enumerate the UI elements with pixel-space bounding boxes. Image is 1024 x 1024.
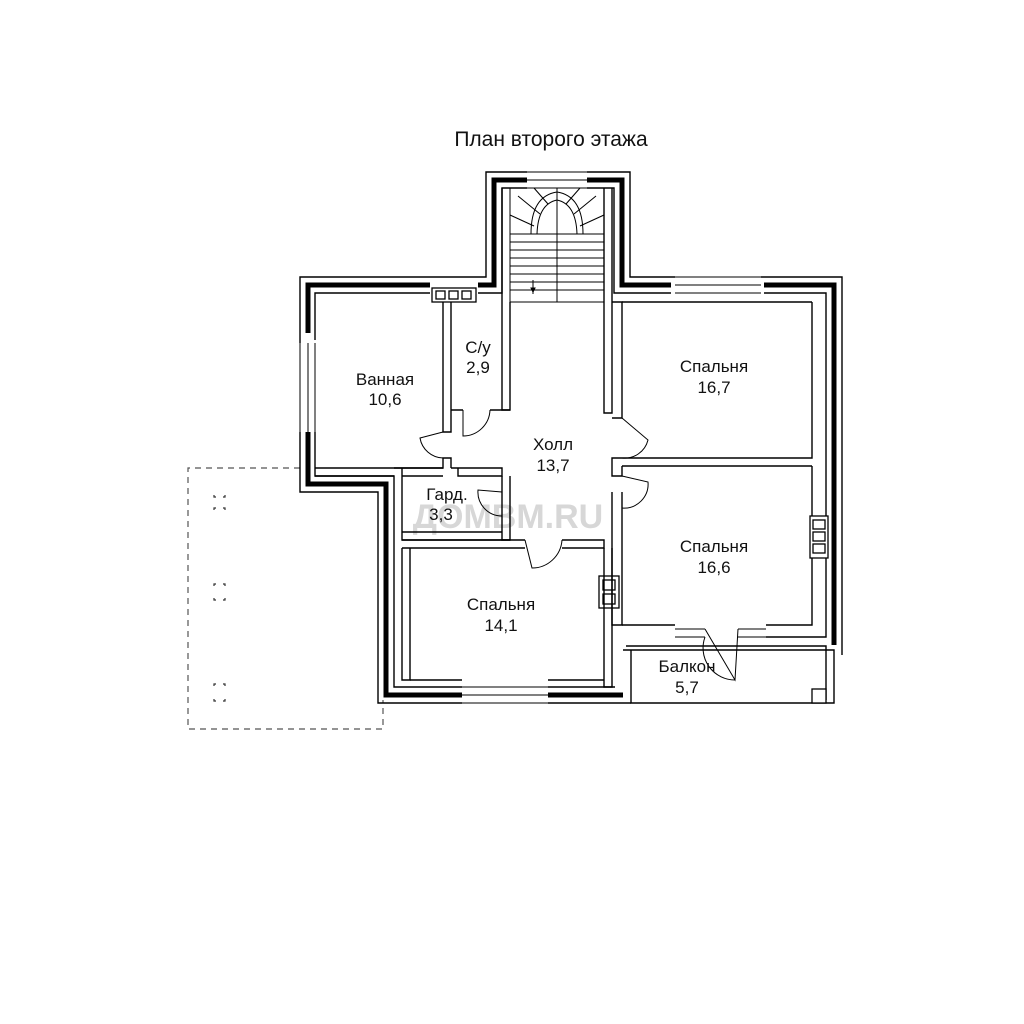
wall-bedroom2 <box>611 457 623 477</box>
vent-duct-right <box>809 515 829 559</box>
room-name: Балкон <box>658 657 715 676</box>
door-bathroom <box>419 431 444 459</box>
wall-bedroom3-top <box>402 539 605 549</box>
balcony-rail-inner <box>626 645 827 700</box>
plan-title: План второго этажа <box>454 128 648 151</box>
staircase <box>509 187 605 303</box>
room-name: Ванная <box>356 370 414 389</box>
wall-bedroom3-right <box>603 548 613 688</box>
door-bedroom1 <box>621 417 649 459</box>
wall-stair-right <box>603 188 613 414</box>
wall-toilet-right <box>501 302 511 411</box>
wall-bath-bottom-2 <box>394 457 452 469</box>
window-balcony-left <box>675 628 705 638</box>
room-name: Холл <box>533 435 573 454</box>
inner-wall-line <box>305 177 837 698</box>
column-marker <box>213 683 226 702</box>
outer-wall-line <box>299 171 843 704</box>
vent-duct-top <box>431 287 477 303</box>
room-area: 3,3 <box>429 505 453 524</box>
balcony-rail <box>623 649 835 704</box>
room-name: Спальня <box>467 595 535 614</box>
partitions <box>315 188 835 704</box>
column-marker <box>213 495 226 510</box>
wall-bedroom1-bottom <box>622 302 813 467</box>
room-area: 16,6 <box>697 558 730 577</box>
wall-bedroom3-left <box>401 548 411 681</box>
door-toilet <box>462 409 491 437</box>
outer-walls <box>299 171 843 704</box>
window-balcony-right <box>738 628 766 638</box>
door-bedroom2 <box>621 475 649 509</box>
wall-bath-toilet <box>442 302 452 433</box>
column-markers <box>213 495 226 702</box>
vent-duct-middle <box>598 575 620 609</box>
watermark: ДОМВМ.RU <box>413 498 603 536</box>
room-name: Гард. <box>426 485 467 504</box>
room-area: 13,7 <box>536 456 569 475</box>
room-area: 2,9 <box>466 358 490 377</box>
room-area: 5,7 <box>675 678 699 697</box>
window-stair <box>527 171 587 189</box>
door-wardrobe <box>477 489 503 517</box>
terrace-outline <box>187 467 384 730</box>
room-name: Спальня <box>680 537 748 556</box>
room-name: Спальня <box>680 357 748 376</box>
wall-bath-bottom <box>315 467 443 477</box>
room-area: 14,1 <box>484 616 517 635</box>
door-bedroom3 <box>524 539 563 569</box>
balcony-post <box>811 688 827 704</box>
window-bedroom-1 <box>675 276 761 294</box>
room-area: 10,6 <box>368 390 401 409</box>
door-balcony-arc <box>702 636 736 681</box>
wall-wardrobe-top <box>401 467 503 477</box>
wall-bedroom1-left <box>612 301 623 419</box>
door-swings <box>419 409 739 682</box>
window-bedroom-3 <box>462 686 548 704</box>
vent-ducts <box>431 287 829 609</box>
room-area: 16,7 <box>697 378 730 397</box>
room-name: С/у <box>465 338 491 357</box>
room-labels: С/у 2,9 Ванная 10,6 Спальня 16,7 Холл 13… <box>356 338 748 697</box>
column-marker <box>213 583 226 601</box>
wall-bedroom2-right <box>766 466 813 626</box>
window-bathroom <box>299 343 316 432</box>
